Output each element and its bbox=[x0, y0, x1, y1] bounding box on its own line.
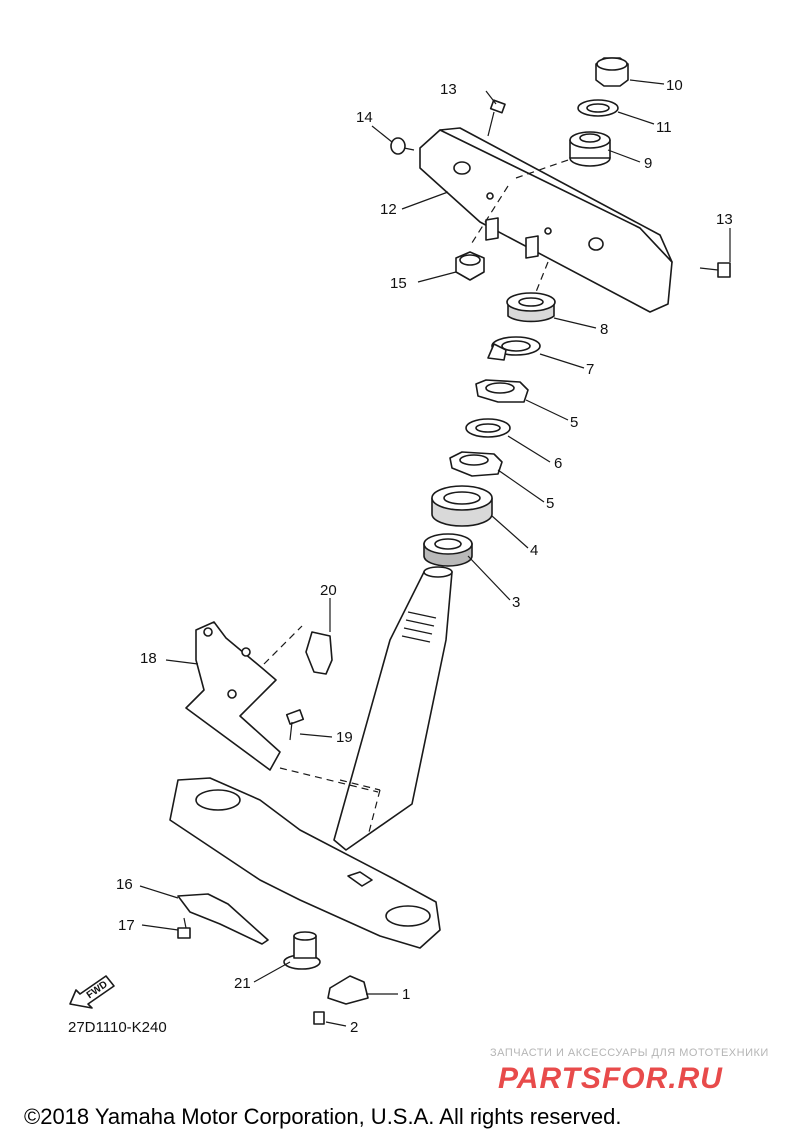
callout-13-right: 13 bbox=[716, 211, 733, 228]
callout-17: 17 bbox=[118, 917, 135, 934]
watermark-brand-right: FOR.RU bbox=[602, 1062, 723, 1095]
washer-7 bbox=[487, 336, 541, 361]
fwd-arrow-icon: FWD bbox=[69, 975, 115, 1009]
bolt-2 bbox=[313, 1011, 325, 1025]
seal-8 bbox=[506, 292, 556, 323]
watermark-brand-left: PARTS bbox=[498, 1062, 602, 1095]
callout-4: 4 bbox=[530, 542, 538, 559]
callout-8: 8 bbox=[600, 321, 608, 338]
bolt-14 bbox=[390, 137, 415, 155]
callout-labels: 10 11 9 12 13 13 14 15 8 7 5 6 5 4 3 20 … bbox=[116, 77, 733, 1036]
lower-bracket-stem bbox=[169, 566, 453, 949]
callout-11: 11 bbox=[656, 119, 672, 136]
callout-10: 10 bbox=[666, 77, 683, 94]
watermark-tagline: ЗАПЧАСТИ И АКСЕССУАРЫ ДЛЯ МОТОТЕХНИКИ bbox=[490, 1047, 769, 1059]
nut-15 bbox=[455, 251, 485, 281]
nut-10 bbox=[595, 57, 629, 87]
callout-2: 2 bbox=[350, 1019, 358, 1036]
callout-19: 19 bbox=[336, 729, 353, 746]
callout-18: 18 bbox=[140, 650, 157, 667]
callout-15: 15 bbox=[390, 275, 407, 292]
washer-11 bbox=[577, 99, 619, 117]
clamp-20 bbox=[305, 631, 333, 675]
watermark-brand: PARTSFOR.RU bbox=[498, 1062, 723, 1095]
watermark: ЗАПЧАСТИ И АКСЕССУАРЫ ДЛЯ МОТОТЕХНИКИ PA… bbox=[490, 1047, 769, 1095]
bolt-13-right bbox=[699, 262, 731, 278]
upper-bracket bbox=[419, 127, 673, 313]
plate-16 bbox=[177, 893, 269, 945]
callout-6: 6 bbox=[554, 455, 562, 472]
bearing-race-4 bbox=[431, 485, 493, 527]
bolt-19 bbox=[285, 709, 305, 741]
callout-16: 16 bbox=[116, 876, 133, 893]
callout-5-upper: 5 bbox=[570, 414, 578, 431]
ring-nut-5a bbox=[475, 379, 529, 403]
diagram-id: 27D1110-K240 bbox=[68, 1019, 167, 1036]
collar-21 bbox=[283, 931, 321, 970]
callout-9: 9 bbox=[644, 155, 652, 172]
callout-13-top: 13 bbox=[440, 81, 457, 98]
bolt-17 bbox=[177, 917, 191, 939]
bracket-18 bbox=[185, 621, 379, 793]
copyright-notice: ©2018 Yamaha Motor Corporation, U.S.A. A… bbox=[24, 1104, 621, 1129]
callout-14: 14 bbox=[356, 109, 373, 126]
callout-1: 1 bbox=[402, 986, 410, 1003]
callout-7: 7 bbox=[586, 361, 594, 378]
leader-lines bbox=[139, 79, 731, 1027]
bearing-3 bbox=[423, 533, 473, 567]
washer-6 bbox=[465, 418, 511, 438]
collar-9 bbox=[569, 131, 611, 167]
callout-20: 20 bbox=[320, 582, 337, 599]
callout-3: 3 bbox=[512, 594, 520, 611]
bolt-13-top bbox=[487, 99, 506, 137]
callout-12: 12 bbox=[380, 201, 397, 218]
callout-5-lower: 5 bbox=[546, 495, 554, 512]
sensor-1 bbox=[327, 975, 369, 1005]
callout-21: 21 bbox=[234, 975, 251, 992]
ring-nut-5b bbox=[449, 451, 503, 477]
